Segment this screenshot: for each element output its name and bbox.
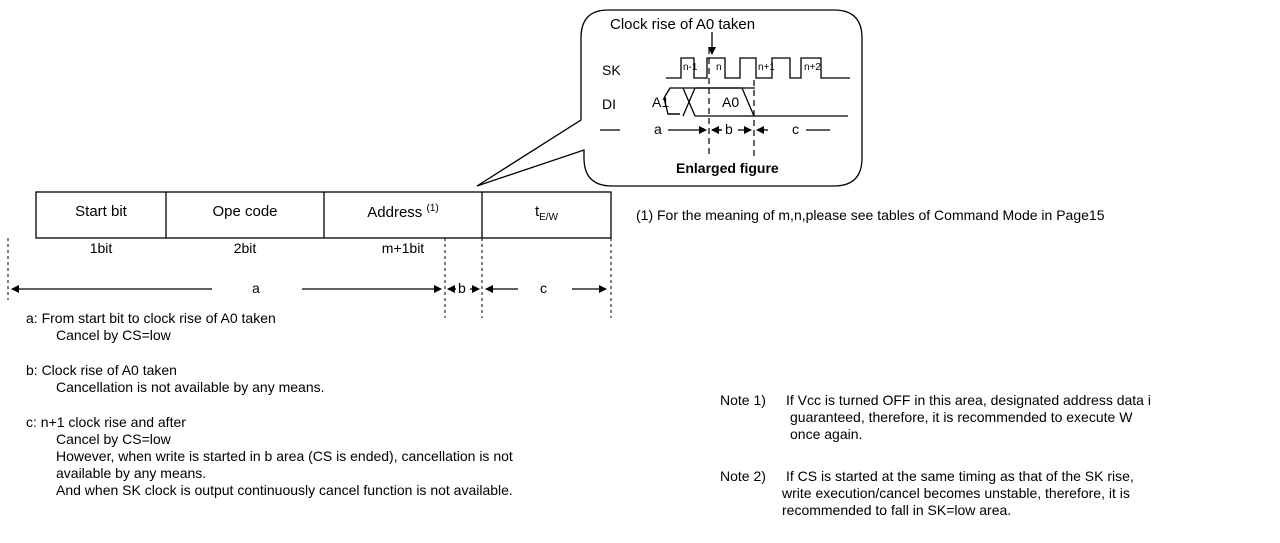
frame-dim-c: c bbox=[540, 280, 547, 296]
bubble-dim-b: b bbox=[725, 121, 733, 137]
area-c-head: c: n+1 clock rise and after bbox=[26, 414, 186, 430]
field-start-bit: Start bit bbox=[75, 203, 127, 220]
area-b-description: b: Clock rise of A0 taken Cancellation i… bbox=[26, 362, 325, 396]
enlarged-caption: Enlarged figure bbox=[676, 160, 779, 176]
sk-waveform bbox=[666, 57, 850, 79]
note-2-label: Note 2) bbox=[720, 468, 766, 484]
pulse-label: n+2 bbox=[804, 62, 821, 73]
data-a0-label: A0 bbox=[722, 94, 740, 110]
pulse-label: n bbox=[716, 62, 722, 73]
note-1-line: If Vcc is turned OFF in this area, desig… bbox=[786, 392, 1151, 408]
pulse-label: n+1 bbox=[758, 62, 775, 73]
frame-boxes bbox=[35, 191, 612, 239]
frame-dashed-guides bbox=[7, 238, 612, 318]
area-a-description: a: From start bit to clock rise of A0 ta… bbox=[26, 310, 276, 344]
field-address: Address (1) bbox=[324, 203, 482, 221]
bits-start: 1bit bbox=[89, 240, 113, 256]
sk-label: SK bbox=[602, 62, 621, 78]
bits-ope: 2bit bbox=[233, 240, 257, 256]
note-2: Note 2) If CS is started at the same tim… bbox=[720, 468, 1134, 519]
callout-bubble bbox=[476, 9, 863, 187]
area-c-line: Cancel by CS=low bbox=[56, 431, 171, 447]
note-1-line: guaranteed, therefore, it is recommended… bbox=[790, 409, 1133, 425]
field-ope-code: Ope code bbox=[212, 203, 278, 220]
di-label: DI bbox=[602, 96, 616, 112]
area-c-description: c: n+1 clock rise and after Cancel by CS… bbox=[26, 414, 513, 499]
area-a-line: Cancel by CS=low bbox=[56, 327, 171, 343]
frame-dim-b: b bbox=[458, 280, 466, 296]
enlarged-title: Clock rise of A0 taken bbox=[610, 16, 756, 33]
area-c-line: And when SK clock is output continuously… bbox=[56, 482, 513, 498]
field-tew-sub: E/W bbox=[539, 212, 559, 223]
area-c-line: available by any means. bbox=[56, 465, 207, 481]
field-address-label: Address bbox=[367, 204, 423, 221]
field-address-footnote-ref: (1) bbox=[426, 203, 439, 214]
area-b-line: Cancellation is not available by any mea… bbox=[56, 379, 325, 395]
note-2-line: If CS is started at the same timing as t… bbox=[786, 468, 1134, 484]
field-tew-label: t bbox=[534, 203, 540, 220]
bubble-dim-a: a bbox=[654, 121, 662, 137]
frame-dim-a: a bbox=[252, 280, 260, 296]
note-1-label: Note 1) bbox=[720, 392, 766, 408]
field-tew: tE/W bbox=[482, 203, 611, 223]
di-waveform bbox=[663, 87, 848, 117]
note-1-line: once again. bbox=[790, 426, 863, 442]
note-2-line: recommended to fall in SK=low area. bbox=[782, 502, 1012, 518]
bits-address: m+1bit bbox=[381, 240, 425, 256]
note-1: Note 1) If Vcc is turned OFF in this are… bbox=[720, 392, 1151, 443]
pulse-label: n-1 bbox=[683, 62, 698, 73]
data-a1-label: A1 bbox=[652, 94, 670, 110]
footnote: (1) For the meaning of m,n,please see ta… bbox=[636, 207, 1105, 223]
note-2-line: write execution/cancel becomes unstable,… bbox=[782, 485, 1130, 501]
bubble-dim-c: c bbox=[792, 121, 799, 137]
area-b-head: b: Clock rise of A0 taken bbox=[26, 362, 177, 378]
area-a-head: a: From start bit to clock rise of A0 ta… bbox=[26, 310, 276, 326]
area-c-line: However, when write is started in b area… bbox=[56, 448, 513, 464]
